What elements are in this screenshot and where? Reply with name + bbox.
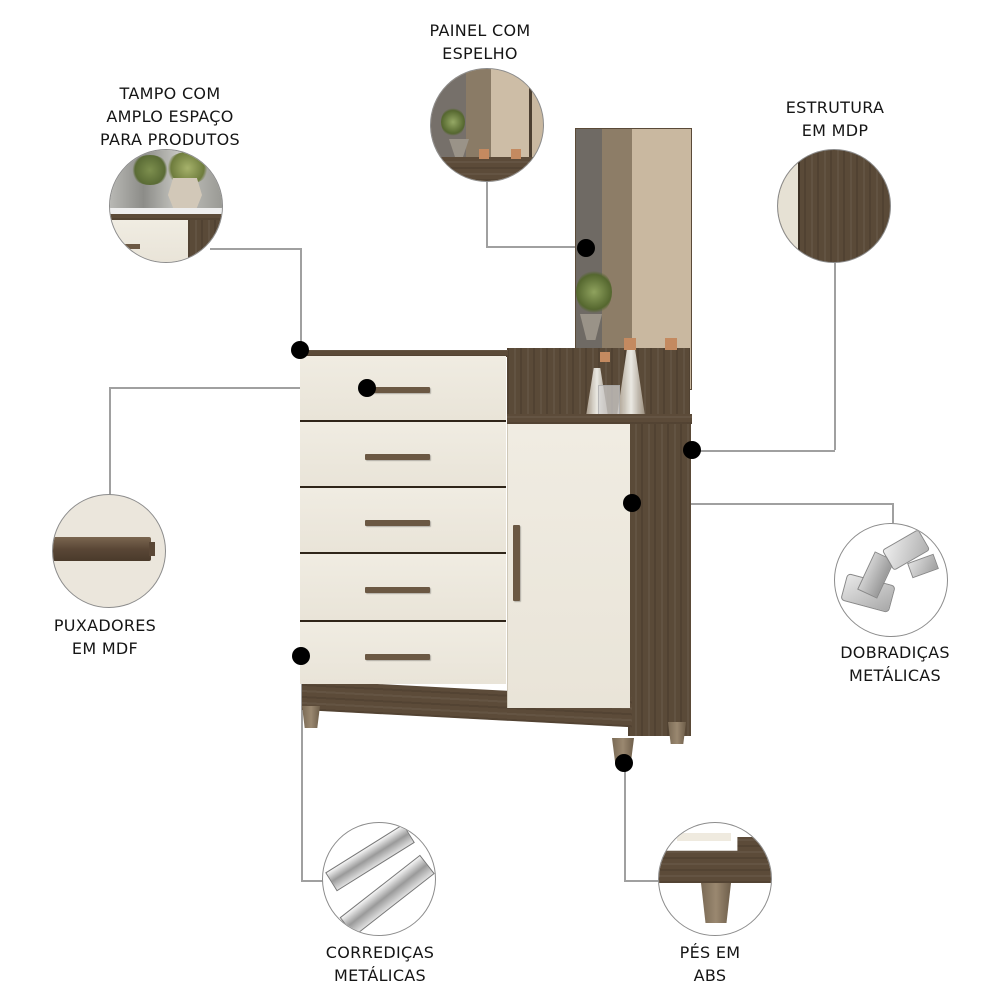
callout-dot-puxadores <box>358 379 376 397</box>
top-board <box>300 350 508 357</box>
callout-line-estrutura-v <box>834 260 836 450</box>
drawer-handle[interactable] <box>365 654 430 660</box>
side-panel <box>628 424 691 736</box>
callout-dot-tampo <box>291 341 309 359</box>
shelf-board <box>507 414 692 424</box>
callout-dot-estrutura <box>683 441 701 459</box>
callout-dot-dobradicas <box>623 494 641 512</box>
label-painel: PAINEL COM ESPELHO <box>429 21 531 63</box>
label-tampo: TAMPO COM AMPLO ESPAÇO PARA PRODUTOS <box>100 84 240 149</box>
callout-line-painel-h <box>486 246 586 248</box>
perfume-cap <box>624 338 636 350</box>
perfume-bottle <box>598 385 620 416</box>
label-estrutura: ESTRUTURA EM MDP <box>785 98 885 140</box>
foot-detail-icon <box>658 822 772 936</box>
callout-dot-painel <box>577 239 595 257</box>
callout-line-painel-v <box>486 180 488 246</box>
perfume-cap <box>600 352 610 362</box>
drawer-3[interactable] <box>300 488 506 554</box>
callout-line-dobradicas-h <box>632 503 893 505</box>
callout-line-corredicas-h <box>301 880 323 882</box>
callout-line-puxadores-v <box>109 387 111 495</box>
callout-line-puxadores-h <box>109 387 367 389</box>
callout-line-tampo-v <box>300 248 302 350</box>
callout-line-pes-v <box>624 763 626 881</box>
tabletop-detail-icon <box>109 149 223 263</box>
label-corredicas: CORREDIÇAS METÁLICAS <box>325 943 435 985</box>
cabinet-door[interactable] <box>507 424 630 708</box>
drawer-handle[interactable] <box>365 454 430 460</box>
label-dobradicas: DOBRADIÇAS METÁLICAS <box>840 643 950 685</box>
hinge-detail-icon <box>834 523 948 637</box>
foot-left <box>302 706 320 728</box>
handle-detail-icon <box>52 494 166 608</box>
drawer-5[interactable] <box>300 622 506 684</box>
foot-right <box>668 722 686 744</box>
door-handle[interactable] <box>513 525 520 601</box>
label-pes: PÉS EM ABS <box>679 943 741 985</box>
drawer-handle[interactable] <box>365 387 430 393</box>
perfume-cap <box>665 338 677 350</box>
mirror-detail-icon <box>430 68 544 182</box>
callout-line-corredicas-v <box>301 656 303 880</box>
callout-line-dobradicas-v <box>892 503 894 523</box>
callout-dot-corredicas <box>292 647 310 665</box>
label-puxadores: PUXADORES EM MDF <box>53 616 157 658</box>
drawer-slide-detail-icon <box>322 822 436 936</box>
drawer-handle[interactable] <box>365 520 430 526</box>
callout-dot-pes <box>615 754 633 772</box>
wood-grain-detail-icon <box>777 149 891 263</box>
callout-line-estrutura-h <box>692 450 835 452</box>
callout-line-tampo-h <box>210 248 301 250</box>
callout-line-pes-h <box>624 880 659 882</box>
drawer-handle[interactable] <box>365 587 430 593</box>
